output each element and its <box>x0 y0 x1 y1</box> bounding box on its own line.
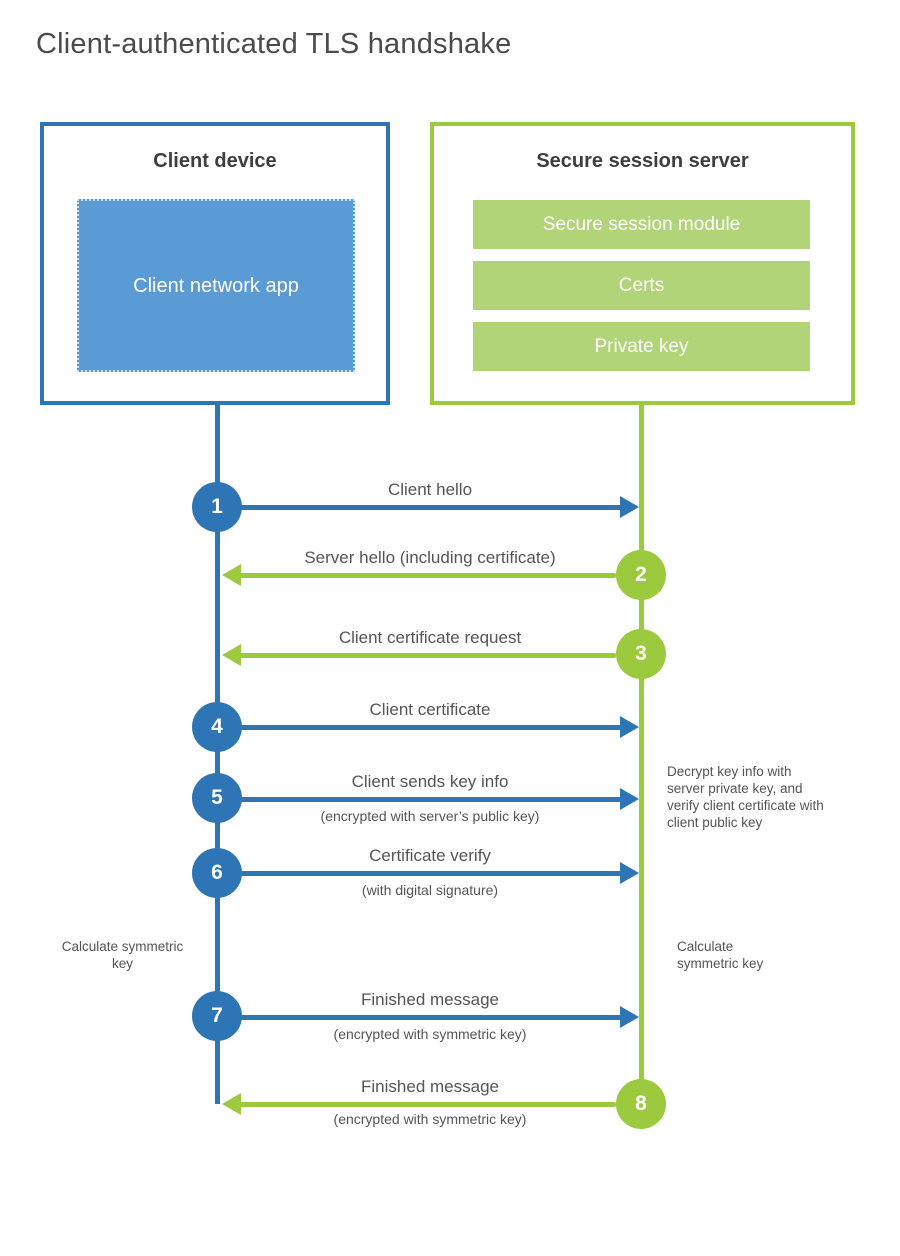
client-device-title: Client device <box>153 150 277 172</box>
step-5-circle: 5 <box>192 773 242 823</box>
arrow-step-2 <box>240 573 616 578</box>
step-7-circle: 7 <box>192 991 242 1041</box>
step-5-sublabel: (encrypted with server’s public key) <box>320 808 540 824</box>
secure-session-server-title: Secure session server <box>536 150 749 172</box>
client-lifeline <box>215 405 220 1104</box>
server-module-certs: Certs <box>473 261 810 310</box>
arrowhead-right-icon <box>620 1006 639 1028</box>
step-8-circle: 8 <box>616 1079 666 1129</box>
step-1-label: Client hello <box>387 480 473 499</box>
step-7-label: Finished message <box>361 990 499 1009</box>
calculate-symmetric-key-note-client: Calculate symmetric key <box>61 939 184 971</box>
arrowhead-right-icon <box>620 716 639 738</box>
step-6-circle: 6 <box>192 848 242 898</box>
step-3-circle: 3 <box>616 629 666 679</box>
arrow-step-8 <box>240 1102 616 1107</box>
arrow-step-7 <box>240 1015 621 1020</box>
arrow-step-4 <box>240 725 621 730</box>
step-6-label: Certificate verify <box>369 846 491 865</box>
step-2-circle: 2 <box>616 550 666 600</box>
arrow-step-5 <box>240 797 621 802</box>
arrowhead-left-icon <box>222 644 241 666</box>
page-title: Client-authenticated TLS handshake <box>36 28 512 60</box>
step-4-label: Client certificate <box>369 700 491 719</box>
server-module-secure-session: Secure session module <box>473 200 810 249</box>
server-module-private-key: Private key <box>473 322 810 371</box>
step-3-label: Client certificate request <box>338 628 522 647</box>
step-8-sublabel: (encrypted with symmetric key) <box>333 1111 527 1127</box>
decrypt-note: Decrypt key info with server private key… <box>667 764 824 830</box>
arrowhead-left-icon <box>222 1093 241 1115</box>
step-6-sublabel: (with digital signature) <box>361 882 499 898</box>
client-network-app-box: Client network app <box>77 199 355 372</box>
arrowhead-left-icon <box>222 564 241 586</box>
step-1-circle: 1 <box>192 482 242 532</box>
arrowhead-right-icon <box>620 788 639 810</box>
client-network-app-label: Client network app <box>133 274 299 297</box>
arrow-step-3 <box>240 653 616 658</box>
calculate-symmetric-key-note-server: Calculate symmetric key <box>677 939 764 971</box>
arrow-step-6 <box>240 871 621 876</box>
step-4-circle: 4 <box>192 702 242 752</box>
step-7-sublabel: (encrypted with symmetric key) <box>333 1026 527 1042</box>
arrow-step-1 <box>240 505 621 510</box>
server-lifeline <box>639 405 644 1105</box>
step-8-label: Finished message <box>361 1077 499 1096</box>
arrowhead-right-icon <box>620 496 639 518</box>
step-2-label: Server hello (including certificate) <box>304 548 556 567</box>
arrowhead-right-icon <box>620 862 639 884</box>
step-5-label: Client sends key info <box>351 772 509 791</box>
